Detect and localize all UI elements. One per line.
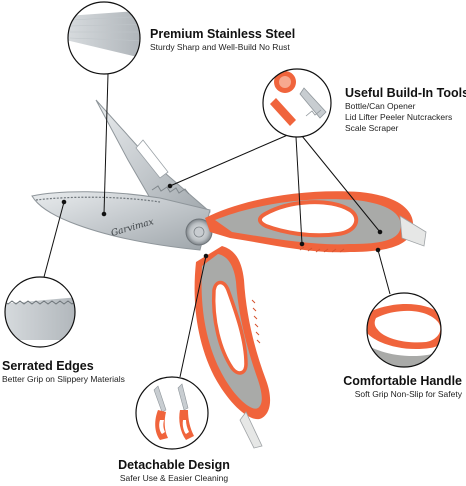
- callout-tools: Useful Build-In Tools Bottle/Can Opener …: [345, 86, 466, 134]
- callout-tools-title: Useful Build-In Tools: [345, 86, 466, 100]
- upper-handle: [205, 191, 427, 253]
- callout-handle-title: Comfortable Handle: [343, 374, 462, 388]
- zoom-serrated: [4, 276, 76, 348]
- callout-handle: Comfortable Handle Soft Grip Non-Slip fo…: [343, 374, 462, 400]
- callout-serrated-sub: Better Grip on Slippery Materials: [2, 374, 125, 384]
- callout-detachable: Detachable Design Safer Use & Easier Cle…: [116, 458, 232, 484]
- callout-stainless-title: Premium Stainless Steel: [150, 27, 296, 41]
- callout-tools-line-3: Scale Scraper: [345, 123, 399, 133]
- callout-stainless-sub: Sturdy Sharp and Well-Build No Rust: [150, 42, 290, 52]
- callout-handle-sub: Soft Grip Non-Slip for Safety: [354, 389, 462, 399]
- zoom-tools: [262, 68, 332, 138]
- callout-tools-line-1: Bottle/Can Opener: [345, 101, 416, 111]
- callout-detachable-title: Detachable Design: [118, 458, 230, 472]
- zoom-stainless: [67, 1, 141, 75]
- callout-serrated: Serrated Edges Better Grip on Slippery M…: [2, 359, 125, 385]
- callout-stainless: Premium Stainless Steel Sturdy Sharp and…: [150, 27, 295, 53]
- callout-serrated-title: Serrated Edges: [2, 359, 94, 373]
- zoom-handle: [366, 292, 442, 368]
- serrated-blade: Garvimax: [31, 191, 211, 251]
- callout-tools-line-2: Lid Lifter Peeler Nutcrackers: [345, 112, 453, 122]
- leader-lines: [43, 73, 391, 378]
- callout-detachable-sub: Safer Use & Easier Cleaning: [119, 473, 229, 483]
- zoom-detachable: [135, 376, 209, 450]
- lower-handle: [194, 246, 271, 449]
